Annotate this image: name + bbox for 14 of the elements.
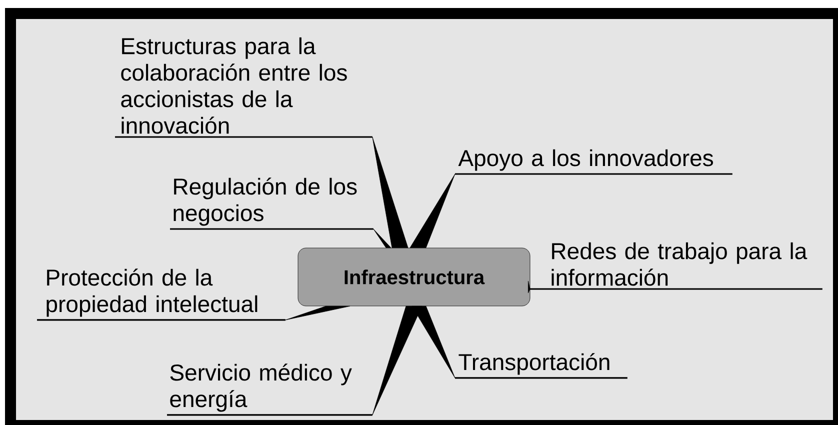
branch-label: Regulación de los negocios (170, 178, 374, 230)
branch-connector (528, 280, 530, 294)
branch-label: Servicio médico y energía (167, 364, 372, 416)
branch-label: Transportación (455, 353, 628, 379)
branch-connector (373, 228, 392, 248)
branch-connector (410, 174, 456, 248)
branch-label: Apoyo a los innovadores (455, 149, 732, 175)
topic-box: Infraestructura (298, 248, 530, 306)
branch-label: Redes de trabajo para la información (530, 242, 822, 290)
branch-connector (285, 306, 350, 320)
branch-connector (412, 306, 456, 378)
branch-connector (372, 136, 408, 248)
branch-label: Protección de la propiedad intelectual (37, 268, 286, 321)
branch-label: Estructuras para la colaboración entre los accionistas de la innovación (115, 37, 372, 138)
